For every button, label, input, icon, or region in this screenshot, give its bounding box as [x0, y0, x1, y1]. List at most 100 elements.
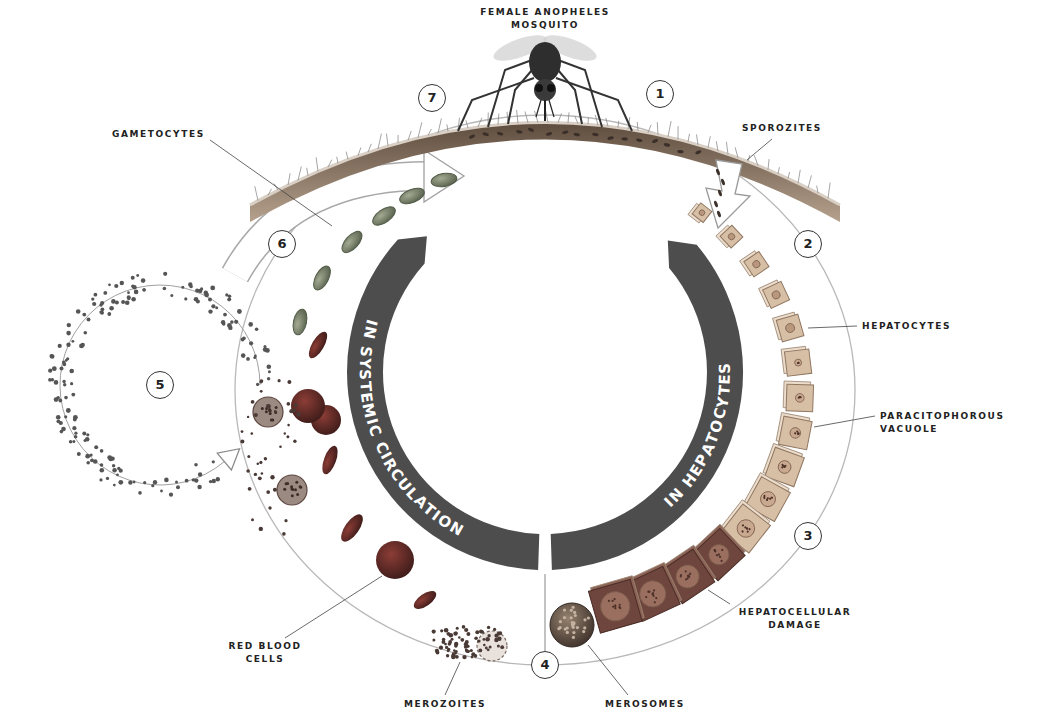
callout-circle: 4 [531, 651, 559, 679]
red-blood-cell [319, 444, 341, 476]
merozoite [85, 437, 90, 442]
merozoite [251, 400, 255, 404]
skin-surface [250, 123, 840, 206]
merozoite [442, 638, 446, 642]
merozoite [85, 454, 90, 459]
skin-hair [447, 124, 448, 131]
merozoite [111, 457, 115, 461]
merozoite [462, 655, 466, 659]
merozoite [454, 642, 458, 646]
sporozoite [663, 143, 670, 148]
skin-hair [408, 131, 411, 140]
mosquito-eye [535, 84, 543, 92]
merozoite [91, 297, 94, 300]
callout-circle: 3 [794, 522, 822, 550]
merozoite [76, 309, 81, 314]
parasite-dot [618, 603, 621, 606]
merosome-dot [572, 636, 575, 639]
merosome-dot [563, 616, 566, 619]
merozoite-cloud [432, 625, 505, 659]
parasite-dot [741, 524, 744, 527]
parasite-dot [713, 549, 716, 552]
skin-hair [726, 142, 728, 154]
skin-hair [498, 114, 500, 125]
mosquito-thorax [529, 42, 561, 82]
stage-divider [544, 574, 545, 651]
parasite-dot [763, 496, 766, 499]
merozoite [258, 476, 262, 480]
parasite-dot [721, 548, 724, 551]
sporozoite [516, 130, 523, 134]
leader-line [747, 139, 772, 160]
merozoite [50, 354, 55, 359]
skin-hair [768, 159, 769, 170]
skin-hair [478, 118, 482, 127]
merosome-dot [582, 630, 585, 633]
merozoite [143, 481, 146, 484]
mosquito [458, 30, 632, 131]
callout-circle: 5 [146, 371, 174, 399]
merosome-dot [583, 626, 586, 629]
skin-hair [735, 147, 738, 157]
merozoite [477, 639, 480, 642]
hepatocyte [773, 311, 804, 342]
merozoite [286, 482, 289, 485]
merozoite [466, 644, 470, 648]
merozoite [109, 306, 114, 311]
merozoite [287, 402, 291, 406]
skin-hair [648, 125, 651, 133]
skin-hair [418, 122, 422, 137]
hepatocyte-body [778, 416, 812, 450]
sporozoite [607, 136, 614, 141]
merozoite [77, 452, 81, 456]
mosquito-leg [458, 78, 534, 131]
skin-hair [696, 134, 698, 144]
merozoite [184, 297, 187, 300]
part-label: RED BLOOD CELLS [215, 640, 315, 666]
merozoite [247, 416, 249, 418]
merozoite [296, 493, 299, 496]
sporozoite [715, 168, 720, 175]
hepatocyte-body [784, 349, 811, 376]
merozoite [163, 272, 167, 276]
merozoite [455, 650, 458, 653]
merozoite [195, 289, 199, 293]
merosome-dot [587, 616, 590, 619]
callout-number: 4 [540, 658, 549, 672]
skin-hair [716, 141, 718, 151]
merozoite [269, 409, 272, 412]
merozoite [483, 638, 486, 641]
merozoite [489, 645, 492, 648]
merozoite [299, 486, 302, 489]
merozoite [115, 301, 119, 305]
merozoite [50, 354, 54, 358]
spiral-path [60, 285, 260, 485]
merozoite [432, 639, 435, 642]
merozoite [497, 645, 500, 648]
skin-hair [298, 166, 301, 180]
merozoite [487, 634, 490, 637]
parasite-dot [719, 555, 722, 558]
parasite-dot [614, 604, 617, 607]
merozoite [267, 377, 270, 380]
merozoite [500, 645, 504, 649]
parasite-dot [797, 362, 799, 364]
merozoite [131, 297, 136, 302]
merozoite [455, 655, 459, 659]
parasite-dot [679, 575, 682, 578]
merozoite [458, 636, 461, 639]
merozoite [481, 630, 484, 633]
parasite-dot [798, 396, 800, 398]
merosome-texture [557, 606, 590, 639]
merozoite [230, 320, 234, 324]
sporozoite [527, 127, 534, 133]
schizont [277, 475, 307, 505]
merozoite [57, 419, 61, 423]
callout-number: 3 [803, 529, 812, 543]
merozoite [265, 410, 268, 413]
merosome [550, 603, 594, 647]
merozoite [494, 634, 498, 638]
merozoite [444, 628, 449, 633]
merozoite [275, 406, 278, 409]
skin-hair [517, 110, 518, 123]
